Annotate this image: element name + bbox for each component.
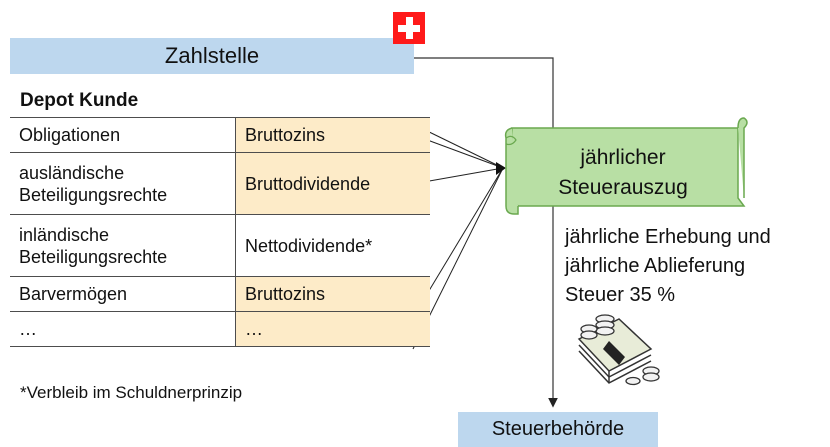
income-cell: Bruttozins: [235, 276, 430, 312]
asset-cell: Obligationen: [19, 125, 121, 145]
income-cell: Bruttozins: [235, 117, 430, 153]
statement-arrowhead: [496, 162, 506, 175]
statement-label: jährlicher Steuerauszug: [518, 138, 728, 208]
collection-text: jährliche Erhebung und jährliche Abliefe…: [565, 223, 771, 310]
table-row: Barvermögen Bruttozins: [10, 276, 430, 312]
statement-scroll-icon: [504, 117, 748, 215]
table-row: … …: [10, 311, 430, 347]
depot-title: Depot Kunde: [20, 90, 139, 111]
authority-label: Steuerbehörde: [491, 418, 625, 440]
collection-line-3: Steuer 35 %: [565, 284, 676, 306]
collection-line-2: jährliche Ablieferung: [565, 255, 746, 277]
income-cell: …: [235, 311, 430, 347]
zahlstelle-to-authority-connector: [414, 57, 558, 408]
zahlstelle-box: Zahlstelle: [10, 38, 414, 74]
asset-cell: …: [19, 319, 37, 339]
collection-line-1: jährliche Erhebung und: [565, 226, 771, 248]
asset-cell: Barvermögen: [19, 284, 128, 304]
statement-line-1: jährlicher: [580, 146, 666, 169]
authority-box: Steuerbehörde: [458, 412, 658, 447]
swiss-flag-icon: [393, 12, 425, 44]
income-cell: Nettodividende*: [235, 214, 430, 277]
table-row: Obligationen Bruttozins: [10, 117, 430, 153]
money-stack-icon: [577, 314, 660, 386]
statement-line-2: Steuerauszug: [558, 176, 688, 199]
footnote: *Verbleib im Schuldnerprinzip: [20, 383, 243, 402]
income-cell: Bruttodividende: [235, 152, 430, 215]
zahlstelle-label: Zahlstelle: [164, 43, 260, 68]
